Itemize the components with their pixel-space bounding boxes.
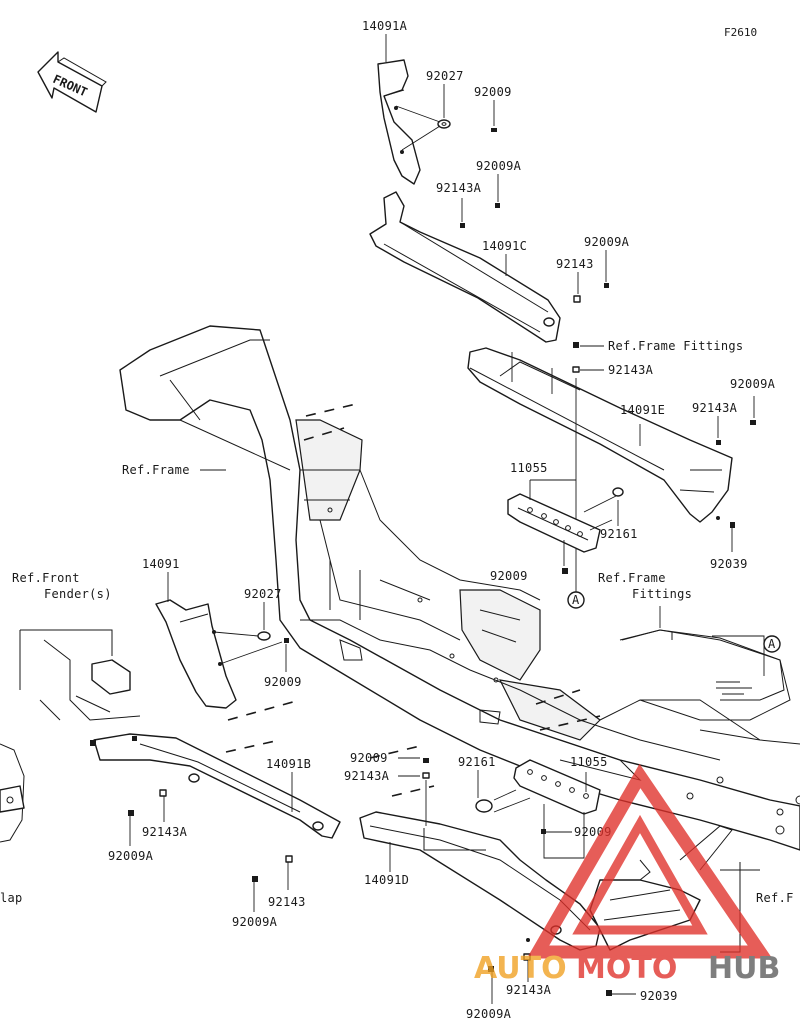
nut-92143-lower-left bbox=[285, 855, 293, 863]
watermark-text-hub: HUB bbox=[708, 951, 780, 986]
label-92009-left: 92009 bbox=[264, 675, 302, 689]
label-ref-front: Ref.Front bbox=[12, 571, 80, 585]
label-92027-left: 92027 bbox=[244, 587, 282, 601]
cut-lines bbox=[225, 403, 601, 797]
part-11055-bracket-upper bbox=[507, 493, 601, 553]
nut-92143A-upper bbox=[460, 223, 465, 228]
washer-92027-left bbox=[257, 631, 271, 641]
label-14091C: 14091C bbox=[482, 239, 527, 253]
part-14091-guard bbox=[155, 599, 237, 709]
label-11055-top: 11055 bbox=[510, 461, 548, 475]
label-92009A-6: 92009A bbox=[466, 1007, 512, 1021]
bolt-92009A-bottom bbox=[488, 966, 494, 972]
marker-a-upper bbox=[567, 591, 585, 609]
nut-92143A-right2 bbox=[716, 440, 721, 445]
washer-92027-top bbox=[437, 119, 451, 129]
label-ref-frame: Ref.Frame bbox=[122, 463, 190, 477]
label-92143A-5: 92143A bbox=[344, 769, 390, 783]
label-92009A-4: 92009A bbox=[108, 849, 154, 863]
label-92009A-3: 92009A bbox=[730, 377, 776, 391]
callout-labels: 14091A 92027 92009 92009A 92143A 14091C … bbox=[0, 19, 794, 1021]
marker-a-upper-label: A bbox=[572, 593, 580, 607]
part-14091C-cover bbox=[369, 191, 561, 343]
bolt-92009A-lower-left bbox=[128, 810, 134, 816]
label-92009-mid: 92009 bbox=[490, 569, 528, 583]
bolt-92009-mid bbox=[562, 568, 568, 574]
bolt-92009-top bbox=[491, 128, 497, 132]
label-92009-top: 92009 bbox=[474, 85, 512, 99]
marker-a-right-label: A bbox=[768, 637, 776, 651]
label-92143A-2: 92143A bbox=[608, 363, 654, 377]
left-cutaway-part bbox=[0, 743, 25, 843]
bolt-92009A-lower-left2 bbox=[252, 876, 258, 882]
washer-92161-top bbox=[612, 487, 624, 497]
label-92143A-3: 92143A bbox=[692, 401, 738, 415]
label-92143A-1: 92143A bbox=[436, 181, 482, 195]
bolt-92039-top bbox=[730, 522, 735, 528]
front-arrow-icon: FRONT bbox=[37, 51, 107, 113]
label-92039-top: 92039 bbox=[710, 557, 748, 571]
bolt-ref-frame-fittings bbox=[573, 342, 579, 348]
watermark-text-auto: AUTO bbox=[474, 951, 567, 986]
bolt-92009A-upper2 bbox=[604, 283, 609, 288]
label-92143A-6: 92143A bbox=[506, 983, 552, 997]
bolt-92009A-upper bbox=[495, 203, 500, 208]
part-14091A-guard bbox=[377, 59, 421, 185]
bolt-92009-lower bbox=[423, 758, 429, 763]
part-14091E-cover bbox=[467, 347, 733, 523]
watermark-text-moto: MOTO bbox=[576, 951, 677, 986]
label-ref-frame-2: Ref.Frame bbox=[598, 571, 666, 585]
nut-92143-upper bbox=[573, 295, 581, 303]
nut-92143A-right bbox=[572, 366, 580, 373]
label-92143A-4: 92143A bbox=[142, 825, 188, 839]
label-92009A-2: 92009A bbox=[584, 235, 630, 249]
label-cut-left: lap bbox=[0, 891, 23, 905]
label-fender: Fender(s) bbox=[44, 587, 112, 601]
label-fittings-2: Fittings bbox=[632, 587, 692, 601]
label-14091D: 14091D bbox=[364, 873, 409, 887]
label-cut-right: Ref.F bbox=[756, 891, 794, 905]
label-14091E: 14091E bbox=[620, 403, 665, 417]
label-14091A: 14091A bbox=[362, 19, 408, 33]
part-14091B-cover bbox=[90, 733, 341, 839]
watermark-logo: AUTO MOTO HUB bbox=[474, 763, 780, 986]
label-92143-1: 92143 bbox=[556, 257, 594, 271]
nut-92143A-lower bbox=[422, 772, 430, 779]
nut-92143A-lower-left bbox=[159, 789, 167, 797]
label-11055-low: 11055 bbox=[570, 755, 608, 769]
label-ref-frame-fittings: Ref.Frame Fittings bbox=[608, 339, 743, 353]
label-92009-low: 92009 bbox=[350, 751, 388, 765]
label-92009A-5: 92009A bbox=[232, 915, 278, 929]
label-92039-low: 92039 bbox=[640, 989, 678, 1003]
bolt-92009-lower2 bbox=[541, 829, 546, 834]
washer-92161-lower bbox=[475, 799, 493, 813]
bolt-92009A-right bbox=[750, 420, 756, 425]
label-92143-2: 92143 bbox=[268, 895, 306, 909]
figure-id: F2610 bbox=[724, 26, 757, 39]
label-92027-top: 92027 bbox=[426, 69, 464, 83]
label-92161-low: 92161 bbox=[458, 755, 496, 769]
bolt-92009-left bbox=[284, 638, 289, 643]
ref-frame-fittings-plate bbox=[621, 629, 785, 701]
label-92009A-1: 92009A bbox=[476, 159, 522, 173]
part-11055-bracket-lower bbox=[513, 759, 601, 815]
label-14091B: 14091B bbox=[266, 757, 311, 771]
vehicle-frame bbox=[119, 325, 800, 851]
label-14091: 14091 bbox=[142, 557, 180, 571]
label-92161-top: 92161 bbox=[600, 527, 638, 541]
ref-front-fender bbox=[19, 629, 141, 721]
